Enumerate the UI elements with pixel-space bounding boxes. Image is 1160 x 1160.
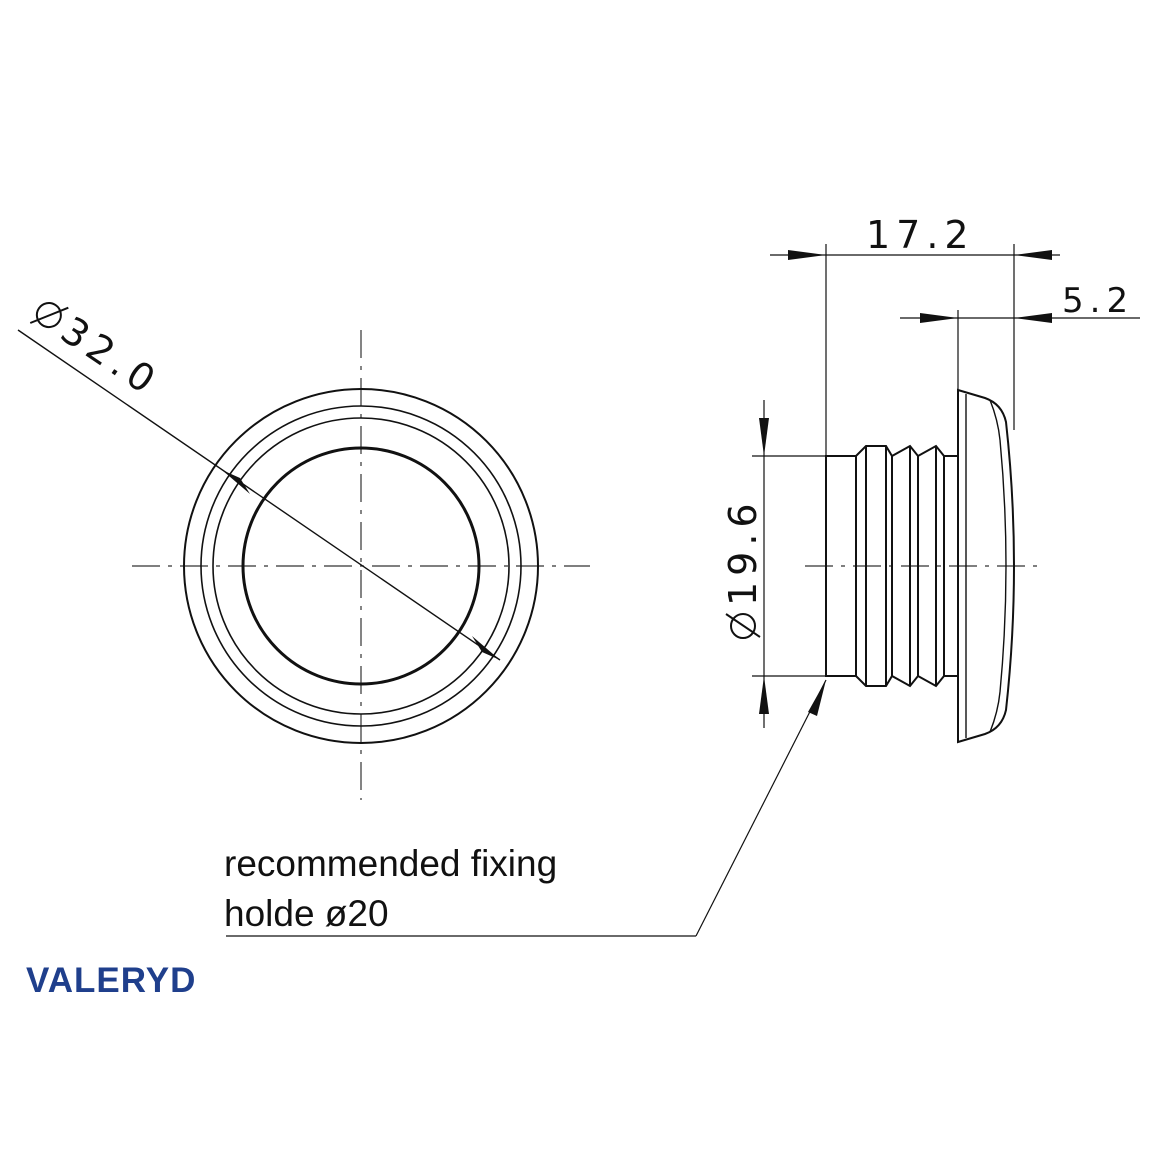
diameter-arrow-top (222, 470, 250, 494)
lens-circle (241, 446, 481, 686)
note-leader (226, 679, 827, 937)
diameter-leader-line (17, 329, 501, 661)
note-line-1: recommended fixing (224, 843, 557, 884)
flange-arrow-left (920, 313, 958, 323)
leader-arrow (808, 680, 826, 716)
length-arrow-right (1014, 250, 1052, 260)
note-line-2: holde ø20 (224, 893, 389, 934)
body-diameter-label: 19.6 (721, 497, 765, 606)
length-dimension: 17.2 (770, 213, 1060, 456)
flange-dimension: 5.2 (900, 281, 1140, 390)
length-label: 17.2 (866, 213, 975, 257)
diameter-label-front: 32.0 (53, 308, 168, 405)
body-diameter-symbol (725, 613, 761, 639)
flange-label: 5.2 (1062, 281, 1134, 321)
side-view (805, 388, 1040, 744)
body-diameter-dimension: 19.6 (721, 400, 826, 728)
diameter-symbol (29, 302, 69, 329)
rim-ring-2 (200, 405, 522, 727)
body-arrow-top (759, 418, 769, 456)
threaded-body (825, 444, 959, 688)
flange-cap (957, 388, 1015, 744)
brand-logo: VALERYD (26, 961, 196, 1000)
diameter-dimension-front: 32.0 (17, 302, 501, 661)
outer-rim-ring (183, 388, 539, 744)
rim-ring-3 (212, 417, 510, 715)
leader-diagonal (695, 679, 827, 937)
front-view (132, 330, 590, 800)
diameter-arrow-bottom (472, 636, 500, 660)
flange-arrow-right (1014, 313, 1052, 323)
length-arrow-left (788, 250, 826, 260)
body-arrow-bottom (759, 676, 769, 714)
